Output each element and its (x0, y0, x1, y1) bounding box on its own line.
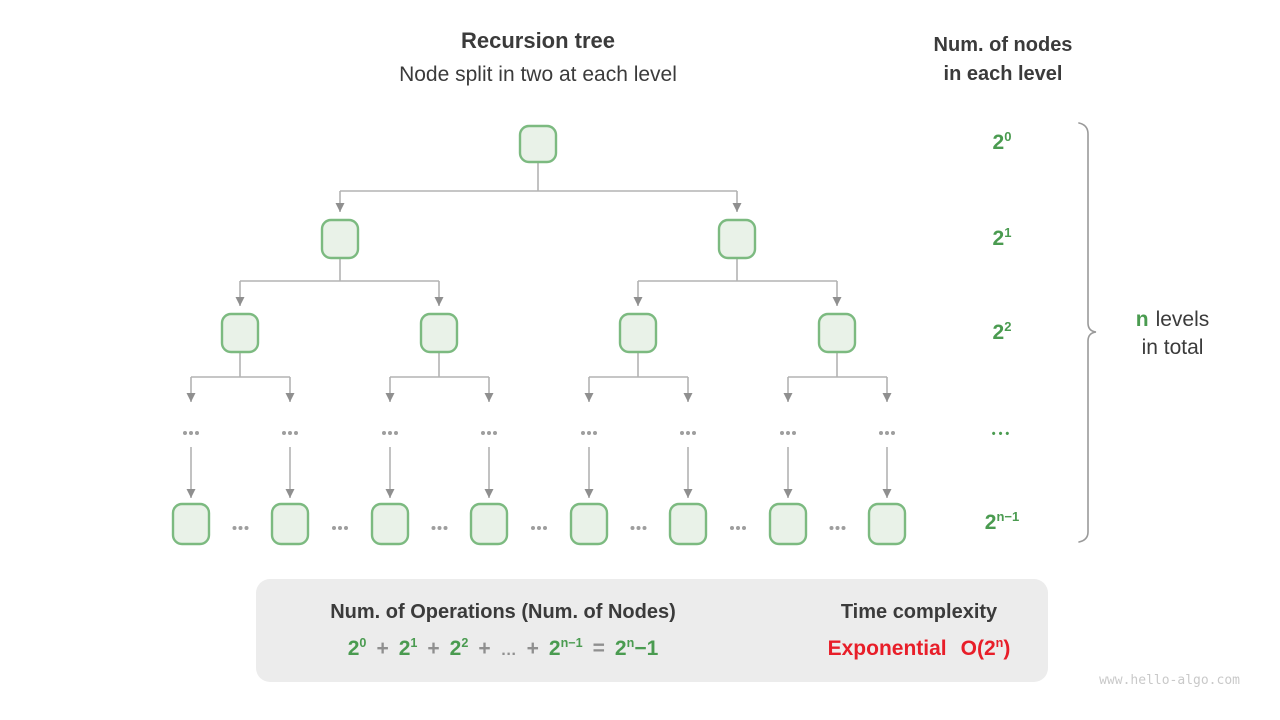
tree-node (518, 124, 558, 164)
level-label-ellipsis: ••• (991, 428, 1013, 440)
tree-node (768, 502, 808, 546)
level-label-0: 20 (992, 129, 1012, 154)
tree-node (320, 218, 360, 260)
tree-node (817, 312, 857, 354)
right-header-line2: in each level (943, 63, 1063, 85)
tree-node (717, 218, 757, 260)
tree-node (220, 312, 260, 354)
tree-arrows (186, 191, 892, 498)
tree-node (569, 502, 609, 546)
right-header-line1: Num. of nodes (933, 34, 1073, 56)
tree-node (171, 502, 211, 546)
tree-node (867, 502, 907, 546)
tree-node (668, 502, 708, 546)
tree-node (618, 312, 658, 354)
diagram-title: Recursion tree (460, 28, 616, 53)
tree-nodes (171, 124, 907, 546)
operations-title: Num. of Operations (Num. of Nodes) (330, 601, 676, 623)
time-complexity-title: Time complexity (840, 601, 998, 623)
tree-node (469, 502, 509, 546)
tree-edges (191, 163, 887, 378)
level-label-n-1: 2n−1 (984, 509, 1020, 534)
operations-formula: 20+21+22+…+2n−1=2n−1 (347, 636, 659, 660)
tree-node (270, 502, 310, 546)
right-column-header: Num. of nodes in each level (898, 31, 1108, 89)
diagram-subtitle: Node split in two at each level (399, 63, 677, 86)
levels-brace (1078, 122, 1097, 543)
tree-node (370, 502, 410, 546)
tree-node (419, 312, 459, 354)
levels-total-line2: in total (1141, 336, 1204, 359)
level-label-1: 21 (992, 225, 1012, 250)
summary-box (256, 579, 1048, 682)
watermark: www.hello-algo.com (1099, 673, 1240, 688)
level-label-2: 22 (992, 319, 1012, 344)
ellipsis-dots (183, 431, 895, 530)
